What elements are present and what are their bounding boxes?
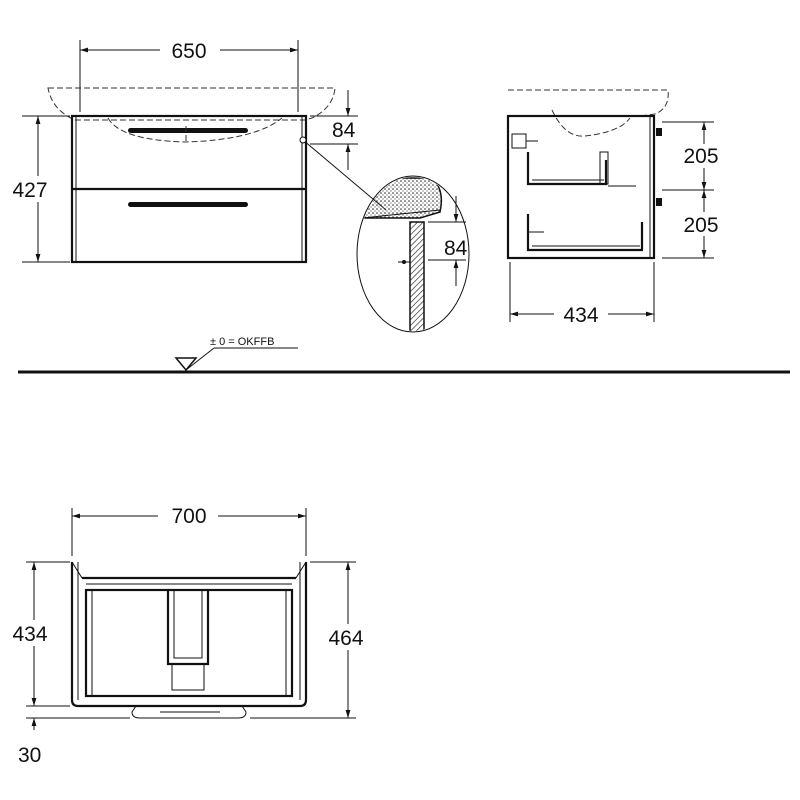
- dim-drawer-offset: 84: [332, 119, 356, 142]
- detail-panel-section: [409, 221, 425, 331]
- detail-circle: [356, 175, 470, 333]
- side-view: 205 205 434: [506, 89, 722, 327]
- side-cabinet-body: [506, 114, 656, 260]
- top-view: 700 434 30 464: [8, 504, 372, 767]
- dim-top-depth-inner: 434: [12, 623, 47, 646]
- upper-drawer-handle: [128, 128, 248, 133]
- dim-lower-drawer: 205: [683, 214, 718, 237]
- side-upper-drawer: [526, 152, 608, 186]
- detail-view: 84: [356, 175, 470, 333]
- front-view: 650 427 84: [8, 38, 387, 264]
- dim-side-depth: 434: [563, 304, 598, 327]
- top-handle: [131, 705, 247, 719]
- top-drawer-box: [84, 588, 294, 698]
- dim-front-offset: 30: [18, 744, 41, 767]
- dim-upper-drawer: 205: [683, 145, 718, 168]
- dim-top-depth-total: 464: [328, 627, 363, 650]
- dim-overall-height: 427: [12, 179, 47, 202]
- floor-reference-label: ± 0 = OKFFB: [210, 336, 274, 348]
- side-basin-outline: [508, 89, 669, 117]
- floor-reference: ± 0 = OKFFB: [18, 336, 790, 374]
- dim-basin-width: 650: [171, 40, 206, 63]
- level-marker: [174, 357, 198, 372]
- dim-top-width: 700: [171, 505, 206, 528]
- top-cabinet-outline: [70, 562, 308, 708]
- basin-bowl: [107, 117, 283, 143]
- lower-drawer-handle: [128, 202, 248, 207]
- side-lower-drawer: [526, 214, 644, 252]
- detail-dim-offset: 84: [444, 237, 468, 260]
